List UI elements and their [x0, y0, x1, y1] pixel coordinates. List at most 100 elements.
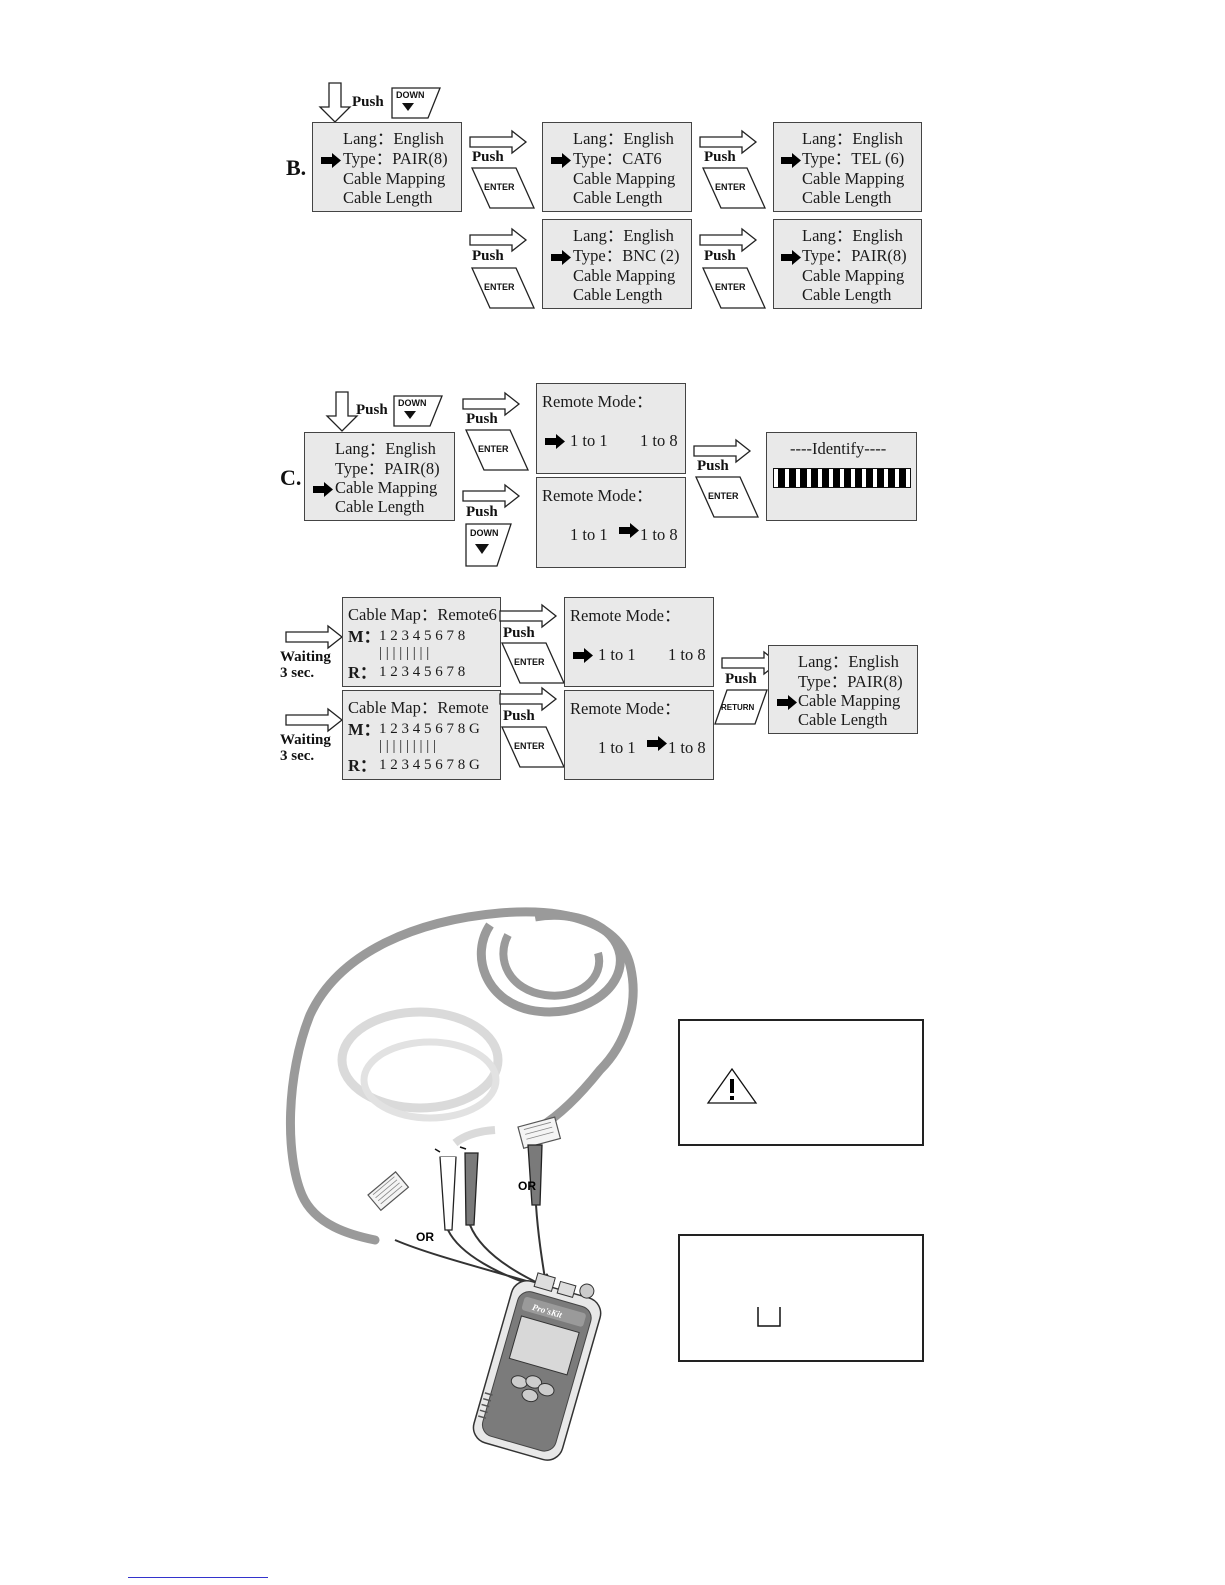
enter-key-label: ENTER [484, 182, 515, 192]
selector-arrow-icon [551, 153, 571, 168]
footer-link-line [128, 1577, 268, 1578]
screen-line: Cable Mapping [573, 266, 676, 285]
screen-line: Type：PAIR(8) [335, 459, 440, 478]
down-key-label: DOWN [398, 398, 427, 408]
screen-line: Type：CAT6 [573, 149, 662, 168]
r-digits: 1 2 3 4 5 6 7 8 G [379, 757, 480, 773]
m-label: M： [348, 627, 381, 646]
push-label: Push [503, 708, 535, 724]
screen-line: Cable Length [798, 710, 888, 729]
screen-cable-map-remote: Cable Map：Remote M： 1 2 3 4 5 6 7 8 G | … [342, 690, 501, 780]
remote-mode-title: Remote Mode： [542, 486, 653, 505]
waiting-time: 3 sec. [280, 748, 315, 764]
cable-tester-device: Pro'sKit [472, 1272, 602, 1461]
m-digits: 1 2 3 4 5 6 7 8 G [379, 721, 480, 737]
screen-line: Cable Mapping [802, 169, 905, 188]
option-1to8: 1 to 8 [668, 738, 706, 757]
screen-line: Cable Mapping [573, 169, 676, 188]
enter-key-label: ENTER [708, 491, 739, 501]
section-c-label: C. [280, 465, 302, 490]
hollow-right-arrow-icon [285, 625, 343, 649]
push-label: Push [697, 458, 729, 474]
selector-arrow-icon [313, 482, 333, 497]
screen-line: Cable Length [573, 285, 663, 304]
screen-line: Type：PAIR(8) [343, 149, 448, 168]
enter-key-icon: ENTER [701, 167, 767, 209]
down-key-icon: DOWN [393, 395, 443, 427]
enter-key-label: ENTER [514, 657, 545, 667]
push-label: Push [704, 149, 736, 165]
cable-map-title: Cable Map：Remote [348, 698, 489, 717]
down-key-label: DOWN [396, 90, 425, 100]
warning-icon [706, 1067, 758, 1104]
screen-line: Cable Length [573, 188, 663, 207]
down-arrow-icon [318, 82, 352, 123]
alligator-clip [464, 1152, 479, 1226]
screen-b-5: Lang：English Type：PAIR(8) Cable Mapping … [773, 219, 922, 309]
screen-cable-map-remote6: Cable Map：Remote6 M： 1 2 3 4 5 6 7 8 | |… [342, 597, 501, 687]
screen-line: Lang：English [802, 129, 903, 148]
section-b-label: B. [286, 155, 307, 180]
enter-key-icon: ENTER [470, 167, 536, 209]
coaxial-cable [337, 1007, 503, 1113]
enter-key-icon: ENTER [694, 476, 760, 518]
selector-arrow-icon [647, 736, 667, 751]
remote-mode-title: Remote Mode： [570, 606, 681, 625]
cable-tester-illustration: OR OR Pro'sKit [285, 907, 638, 1461]
m-label: M： [348, 720, 381, 739]
down-key-icon: DOWN [391, 87, 441, 119]
r-label: R： [348, 663, 377, 682]
screen-line: Cable Length [335, 497, 425, 516]
screen-line: Type：PAIR(8) [798, 672, 903, 691]
r-digits: 1 2 3 4 5 6 7 8 [379, 664, 466, 680]
or-label: OR [518, 1179, 536, 1193]
rj11-connector [517, 1116, 562, 1149]
space-symbol-icon [757, 1307, 781, 1327]
selector-arrow-icon [321, 153, 341, 168]
push-label: Push [352, 94, 384, 110]
enter-key-icon: ENTER [500, 642, 566, 684]
enter-key-icon: ENTER [701, 267, 767, 309]
option-1to8: 1 to 8 [640, 431, 678, 450]
return-key-icon: RETURN [714, 689, 768, 725]
waiting-line: Waiting [280, 732, 331, 748]
down-key-label: DOWN [470, 528, 499, 538]
waiting-time: 3 sec. [280, 665, 315, 681]
screen-remote-mode-1to1-b: Remote Mode： 1 to 1 1 to 8 [564, 597, 714, 687]
screen-line: Lang：English [802, 226, 903, 245]
or-label: OR [416, 1230, 434, 1244]
hollow-right-arrow-icon [285, 708, 343, 732]
screen-line: Lang：English [573, 129, 674, 148]
enter-key-label: ENTER [715, 182, 746, 192]
screen-remote-mode-1to1: Remote Mode： 1 to 1 1 to 8 [536, 383, 686, 474]
waiting-label: Waiting 3 sec. [280, 732, 331, 764]
warning-box [678, 1019, 924, 1146]
screen-c-main: Lang：English Type：PAIR(8) Cable Mapping … [304, 432, 455, 521]
push-label: Push [356, 402, 388, 418]
selector-arrow-icon [777, 695, 797, 710]
screen-c-final: Lang：English Type：PAIR(8) Cable Mapping … [768, 645, 918, 734]
enter-key-label: ENTER [715, 282, 746, 292]
selector-arrow-icon [781, 250, 801, 265]
screen-b-3: Lang：English Type：TEL (6) Cable Mapping … [773, 122, 922, 212]
option-1to8: 1 to 8 [640, 525, 678, 544]
selector-arrow-icon [551, 250, 571, 265]
push-label: Push [503, 625, 535, 641]
push-label: Push [466, 411, 498, 427]
screen-remote-mode-1to8-b: Remote Mode： 1 to 1 1 to 8 [564, 690, 714, 780]
screen-line: Cable Length [343, 188, 433, 207]
screen-line: Type：PAIR(8) [802, 246, 907, 265]
remote-mode-title: Remote Mode： [542, 392, 653, 411]
screen-line: Lang：English [335, 439, 436, 458]
selector-arrow-icon [545, 434, 565, 449]
remote-mode-title: Remote Mode： [570, 699, 681, 718]
screen-line: Type：BNC (2) [573, 246, 680, 265]
screen-line: Type：TEL (6) [802, 149, 905, 168]
network-cable [285, 907, 638, 1245]
screen-b-1: Lang：English Type：PAIR(8) Cable Mapping … [312, 122, 462, 212]
enter-key-icon: ENTER [500, 726, 566, 768]
screen-line: Cable Mapping [798, 691, 901, 710]
enter-key-icon: ENTER [464, 429, 530, 471]
return-key-label: RETURN [721, 703, 755, 712]
screen-remote-mode-1to8: Remote Mode： 1 to 1 1 to 8 [536, 477, 686, 568]
